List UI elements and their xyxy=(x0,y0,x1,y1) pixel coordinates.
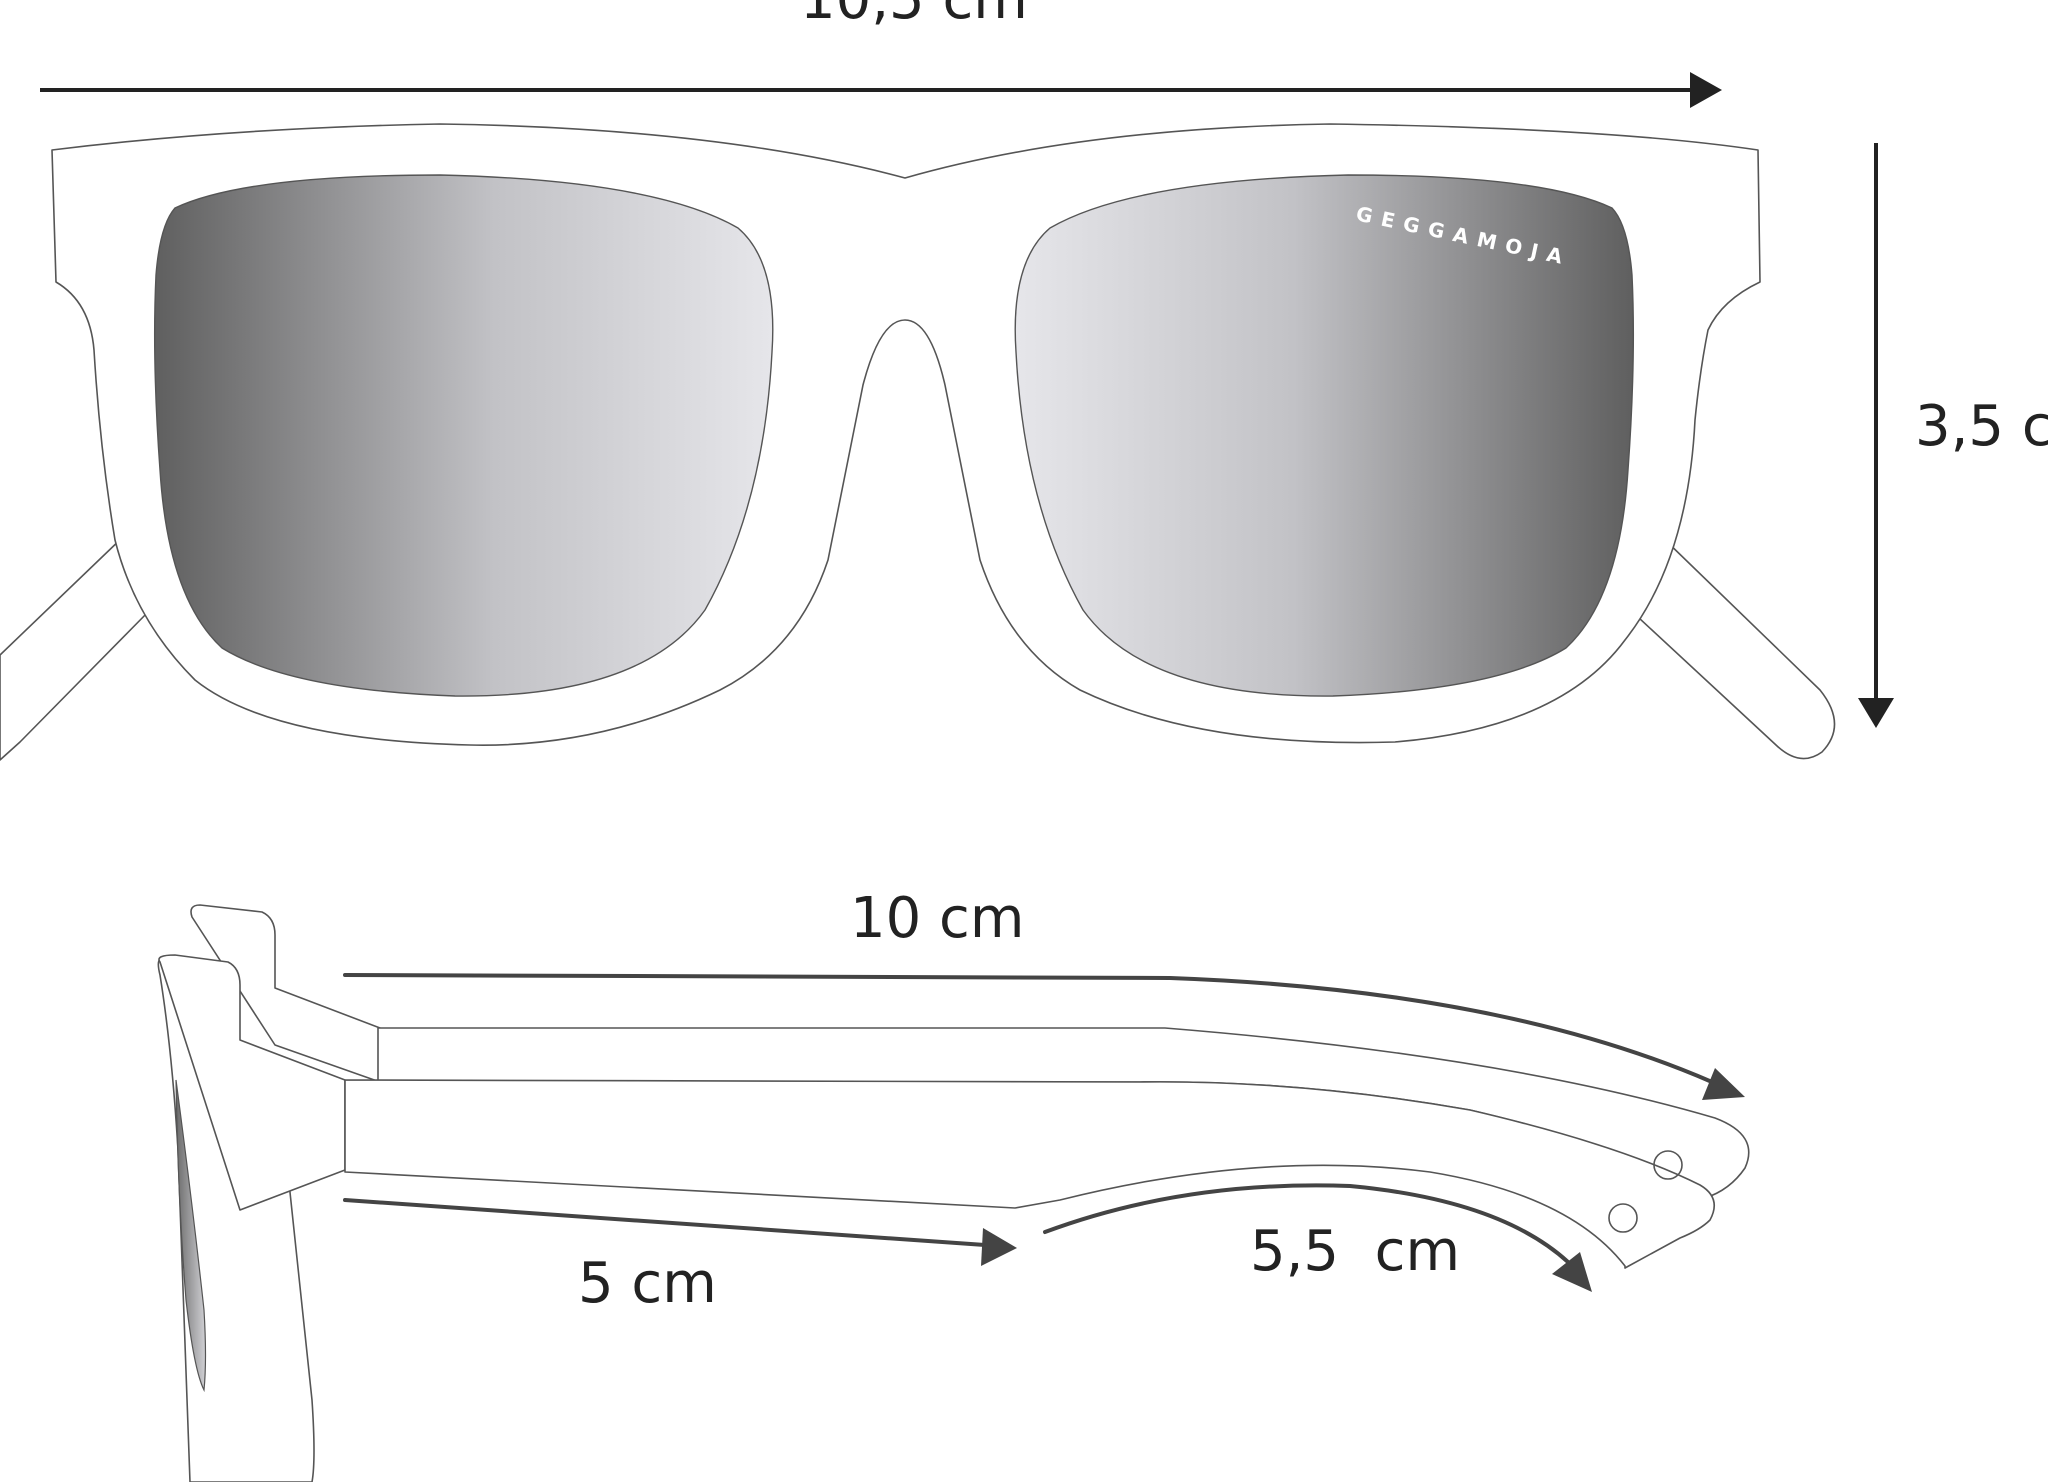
temple-curve-arrow xyxy=(1043,1183,1592,1292)
temple-front-label: 5 cm xyxy=(578,1251,717,1316)
temple-front-arrow xyxy=(343,1198,1017,1266)
right-temple-arm xyxy=(1624,534,1836,760)
side-lens xyxy=(175,1079,207,1393)
temple-length-label: 10 cm xyxy=(850,886,1024,951)
hinge-upper xyxy=(190,904,381,1083)
lower-screw xyxy=(1608,1203,1638,1233)
right-lens xyxy=(1014,174,1635,697)
hinge-lower xyxy=(158,954,346,1211)
total-width-arrow xyxy=(40,72,1722,108)
left-lens xyxy=(153,174,774,697)
front-view: GEGGAMOJA xyxy=(0,123,1836,761)
total-width-label: 10,5 cm xyxy=(800,0,1028,32)
upper-screw xyxy=(1653,1150,1683,1180)
lower-temple xyxy=(344,1079,1716,1269)
side-view xyxy=(157,904,1750,1482)
frame-height-arrow xyxy=(1858,143,1894,728)
frame-height-label: 3,5 cm xyxy=(1915,394,2048,459)
temple-length-arrow xyxy=(343,973,1745,1100)
temple-curve-label: 5,5 cm xyxy=(1250,1219,1460,1284)
